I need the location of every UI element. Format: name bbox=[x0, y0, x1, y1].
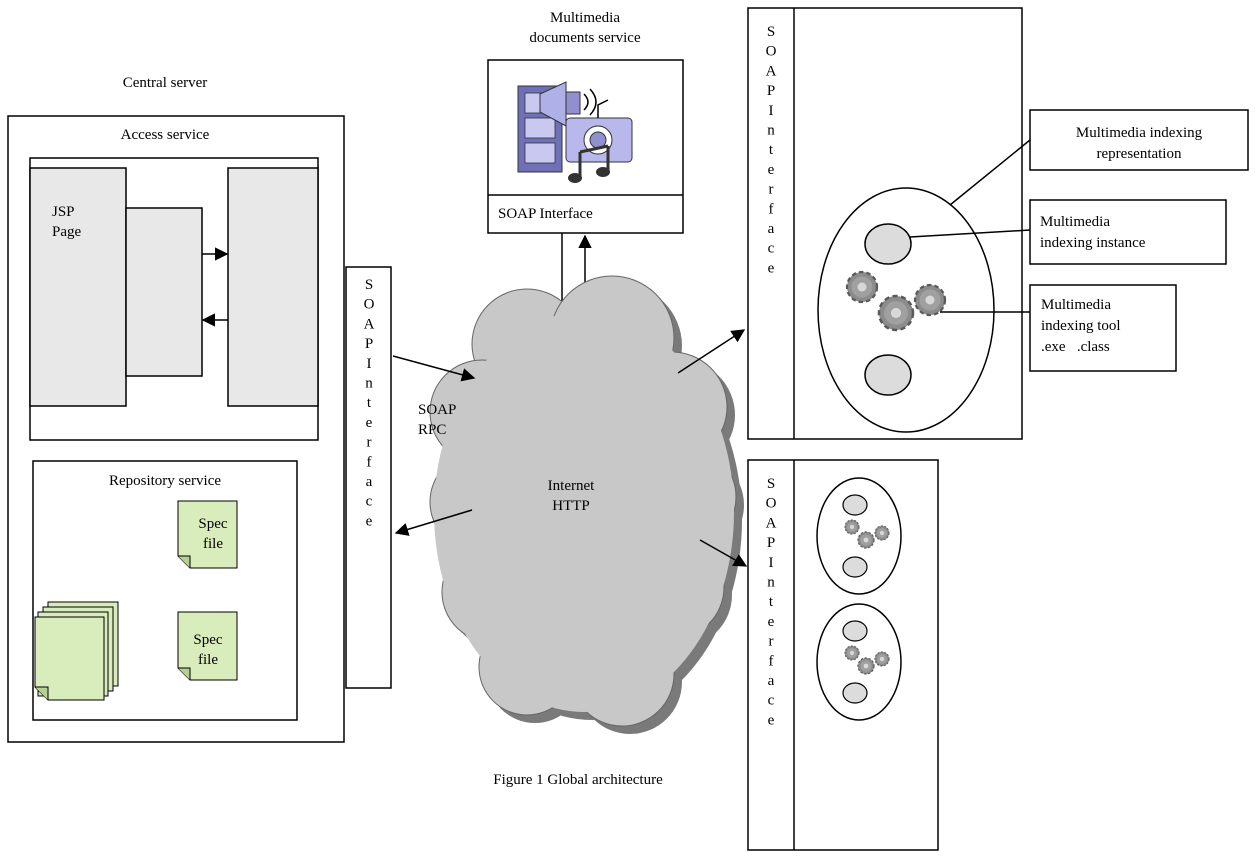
indexing-instance-oval bbox=[864, 354, 912, 396]
soap-letter: t bbox=[769, 142, 774, 158]
soap-letter: f bbox=[769, 653, 774, 669]
jsp-page-label-line1: JSP bbox=[52, 204, 75, 220]
soap-letter: A bbox=[766, 515, 777, 531]
soap-letter: a bbox=[366, 474, 373, 490]
arrow-cloud-to-indexing-server-2 bbox=[699, 539, 748, 567]
gear-icon bbox=[844, 645, 860, 661]
soap-letter: P bbox=[767, 83, 775, 99]
soap-letter: a bbox=[768, 673, 775, 689]
soap-letter: a bbox=[768, 221, 775, 237]
jsp-page-panel bbox=[29, 167, 127, 407]
soap-letter: e bbox=[768, 712, 775, 728]
soap-letter: A bbox=[364, 316, 375, 332]
spec-file-label-line2: file bbox=[198, 652, 218, 668]
middle-panel bbox=[125, 207, 203, 377]
soap-letter: c bbox=[768, 693, 775, 709]
soap-letter: P bbox=[365, 336, 373, 352]
soap-letter: e bbox=[366, 415, 373, 431]
internet-label-line1: Internet bbox=[548, 478, 595, 494]
arrow-cloud-to-indexing-server-1 bbox=[677, 329, 746, 374]
soap-letter: I bbox=[367, 356, 372, 372]
right-panel bbox=[227, 167, 319, 407]
spec-file-label-line1: Spec bbox=[198, 516, 228, 532]
soap-letter: S bbox=[767, 24, 775, 40]
soap-letter: P bbox=[767, 535, 775, 551]
soap-letter: e bbox=[768, 614, 775, 630]
gear-icon bbox=[874, 525, 890, 541]
soap-letter: S bbox=[365, 277, 373, 293]
access-service-label: Access service bbox=[121, 127, 210, 143]
soap-letter: t bbox=[367, 395, 372, 411]
soap-letter: A bbox=[766, 63, 777, 79]
gear-icon bbox=[874, 651, 890, 667]
soap-letter: e bbox=[768, 162, 775, 178]
gear-icon bbox=[857, 531, 875, 549]
soap-letter: f bbox=[769, 201, 774, 217]
soap-letter: O bbox=[766, 44, 777, 60]
indexing-instance-oval bbox=[842, 620, 868, 642]
soap-letter: I bbox=[769, 555, 774, 571]
callout-tool-box bbox=[1029, 284, 1177, 372]
callout-representation-line1: Multimedia indexing bbox=[1076, 125, 1203, 141]
callout-tool-line2: indexing tool bbox=[1041, 318, 1121, 334]
gear-icon bbox=[845, 270, 879, 304]
soap-letter: n bbox=[767, 575, 775, 591]
document-stack-icon bbox=[34, 601, 119, 701]
spec-file-label-line1: Spec bbox=[193, 632, 223, 648]
spec-file-icon bbox=[177, 500, 238, 569]
soap-letter: n bbox=[365, 376, 373, 392]
soap-letter: f bbox=[367, 454, 372, 470]
soap-rpc-label-line1: SOAP bbox=[418, 402, 456, 418]
gear-icon bbox=[877, 294, 915, 332]
soap-letter: r bbox=[769, 634, 774, 650]
spec-file-icon bbox=[177, 611, 238, 681]
callout-representation-box bbox=[1029, 109, 1249, 171]
spec-file-label-line2: file bbox=[203, 536, 223, 552]
soap-letter: c bbox=[768, 241, 775, 257]
callout-representation-line2: representation bbox=[1097, 146, 1182, 162]
internet-label-line2: HTTP bbox=[552, 498, 590, 514]
soap-letter: O bbox=[766, 496, 777, 512]
soap-letter: e bbox=[366, 513, 373, 529]
soap-letter: S bbox=[767, 476, 775, 492]
multimedia-documents-label-line1: Multimedia bbox=[550, 10, 620, 26]
soap-letter: I bbox=[769, 103, 774, 119]
soap-letter: r bbox=[769, 182, 774, 198]
callout-instance-box bbox=[1029, 199, 1227, 265]
soap-letter: O bbox=[364, 297, 375, 313]
indexing-instance-oval bbox=[864, 223, 912, 265]
arrow-cloud-to-central bbox=[394, 509, 473, 536]
callout-instance-line1: Multimedia bbox=[1040, 214, 1110, 230]
gear-icon bbox=[857, 657, 875, 675]
soap-letter: n bbox=[767, 123, 775, 139]
jsp-page-label-line2: Page bbox=[52, 224, 82, 240]
figure-caption: Figure 1 Global architecture bbox=[493, 772, 663, 788]
callout-instance-line2: indexing instance bbox=[1040, 235, 1146, 251]
multimedia-clipart-icon bbox=[517, 81, 633, 183]
soap-letter: t bbox=[769, 594, 774, 610]
soap-letter: e bbox=[768, 260, 775, 276]
soap-rpc-label-line2: RPC bbox=[418, 422, 446, 438]
indexing-instance-oval bbox=[842, 556, 868, 578]
callout-tool-line3: .exe .class bbox=[1041, 339, 1110, 355]
internet-cloud bbox=[429, 275, 744, 734]
callout-tool-line1: Multimedia bbox=[1041, 297, 1111, 313]
indexing-instance-oval bbox=[842, 494, 868, 516]
multimedia-documents-label-line2: documents service bbox=[529, 30, 641, 46]
soap-letter: r bbox=[367, 435, 372, 451]
repository-service-label: Repository service bbox=[109, 473, 221, 489]
central-soap-interface-bar bbox=[345, 266, 392, 689]
soap-letter: c bbox=[366, 494, 373, 510]
gear-icon bbox=[844, 519, 860, 535]
indexing-instance-oval bbox=[842, 682, 868, 704]
arrow-central-to-cloud bbox=[392, 355, 476, 382]
central-server-label: Central server bbox=[123, 75, 208, 91]
multimedia-soap-interface-label: SOAP Interface bbox=[498, 206, 593, 222]
gear-icon bbox=[913, 283, 947, 317]
